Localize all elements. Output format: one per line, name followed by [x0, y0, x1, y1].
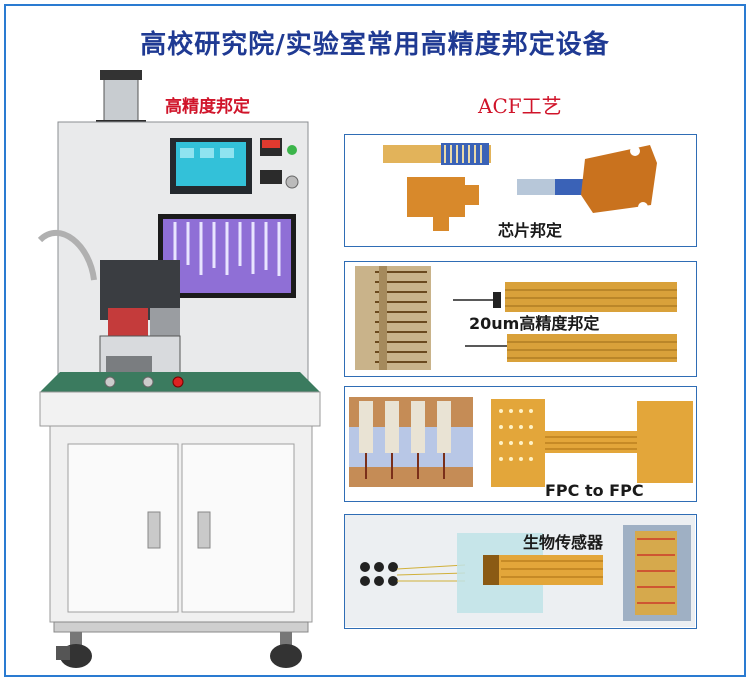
sample-panel-fpc-to-fpc: FPC to FPC: [344, 386, 697, 502]
sample-panel-biosensor: 生物传感器: [344, 514, 697, 629]
sample-panel-chip-bonding: 芯片邦定: [344, 134, 697, 247]
sample-panel-20um-bonding: 20um高精度邦定: [344, 261, 697, 377]
caption-fpc-to-fpc: FPC to FPC: [545, 481, 644, 500]
chip-bonding-image: [383, 143, 657, 231]
caption-20um-bonding: 20um高精度邦定: [469, 314, 600, 333]
acf-process-label: ACF工艺: [478, 94, 562, 118]
fpc-to-fpc-image: [349, 397, 693, 487]
biosensor-image: [345, 515, 695, 627]
machine-label: 高精度邦定: [165, 97, 250, 117]
caption-chip-bonding: 芯片邦定: [498, 221, 563, 240]
fine-pitch-bonding-image: [355, 266, 677, 370]
caption-biosensor: 生物传感器: [523, 533, 604, 552]
bonding-machine-image: [37, 70, 321, 668]
page-title: 高校研究院/实验室常用高精度邦定设备: [140, 30, 610, 60]
